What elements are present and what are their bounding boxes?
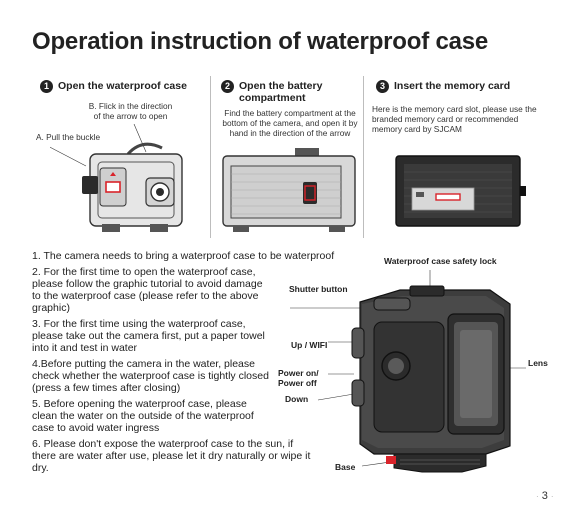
label-up-wifi: Up / WIFI (291, 340, 328, 350)
label-power: Power on/ Power off (278, 368, 319, 388)
label-safety-lock: Waterproof case safety lock (384, 256, 497, 266)
label-shutter-button: Shutter button (289, 284, 348, 294)
instruction-item: 6. Please don't expose the waterproof ca… (32, 438, 311, 474)
label-down: Down (285, 394, 309, 404)
step-description-3: Here is the memory card slot, please use… (372, 104, 537, 134)
instruction-item: 2. For the first time to open the waterp… (32, 266, 263, 314)
battery-compartment-illustration (222, 148, 356, 232)
instruction-item: 3. For the first time using the waterpro… (32, 318, 265, 354)
instruction-item: 5. Before opening the waterproof case, p… (32, 398, 254, 434)
step-number-badge: 1 (40, 80, 53, 93)
page-title: Operation instruction of waterproof case (32, 28, 489, 55)
instruction-list: 1. The camera needs to bring a waterproo… (32, 250, 335, 478)
instruction-item: 1. The camera needs to bring a waterproo… (32, 250, 335, 262)
step-number-badge: 2 (221, 80, 234, 93)
step-number-badge: 3 (376, 80, 389, 93)
label-lens: Lens (528, 358, 548, 368)
memory-card-illustration (395, 155, 526, 227)
callout-flick: B. Flick in the direction of the arrow t… (88, 101, 173, 121)
waterproof-case-illustration (290, 270, 526, 473)
case-side-illustration (50, 124, 183, 232)
instruction-item: 4.Before putting the camera in the water… (32, 358, 269, 394)
page-number: · 3 · (536, 490, 554, 502)
step-description-2: Find the battery compartment at the bott… (222, 108, 358, 138)
label-base: Base (335, 462, 356, 472)
callout-pull-buckle: A. Pull the buckle (36, 132, 101, 142)
